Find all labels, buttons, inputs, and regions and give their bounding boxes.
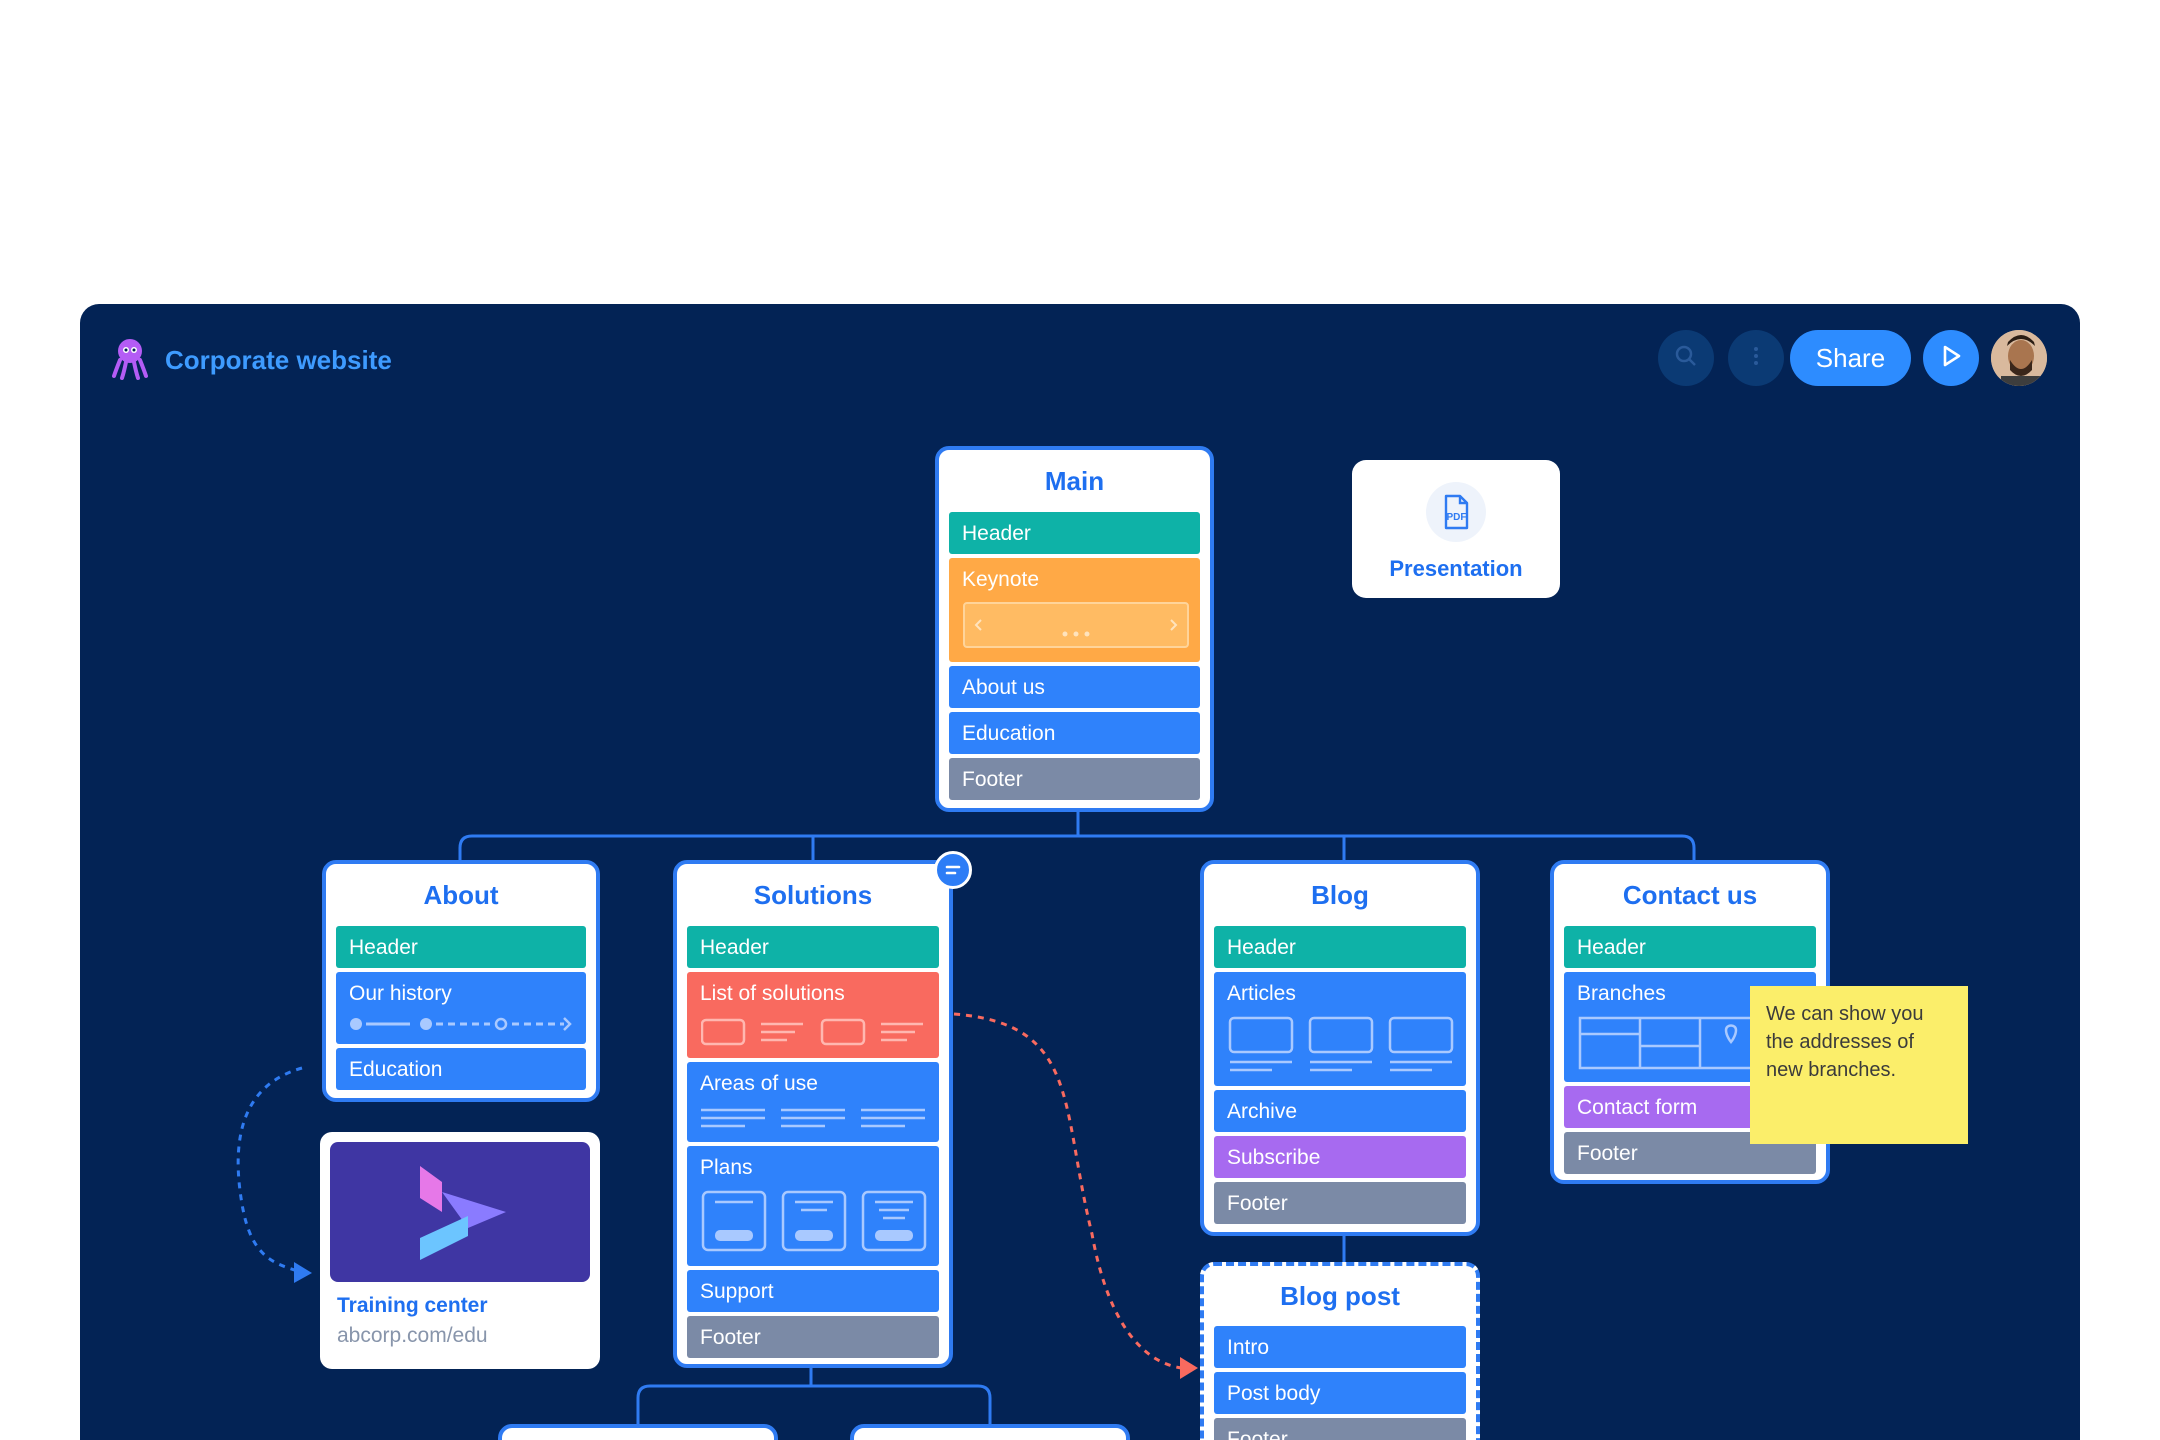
- block-label: About us: [962, 676, 1045, 699]
- block-our-history[interactable]: Our history: [336, 972, 586, 1044]
- block-label: Support: [700, 1280, 774, 1303]
- play-icon: [1940, 344, 1962, 373]
- document-title[interactable]: Corporate website: [165, 345, 392, 375]
- articles-graphic: [1228, 1016, 1454, 1072]
- block-label: Header: [1577, 936, 1646, 959]
- block-label: Header: [962, 522, 1031, 545]
- present-button[interactable]: [1923, 330, 1979, 386]
- timeline-graphic: [350, 1017, 572, 1031]
- block-areas-of-use[interactable]: Areas of use: [687, 1062, 939, 1142]
- solutions-graphic: [701, 1018, 923, 1046]
- plans-graphic: [701, 1190, 927, 1252]
- page-card-blog-post[interactable]: Blog post Intro Post body Footer: [1200, 1262, 1480, 1440]
- block-label: Footer: [962, 768, 1023, 791]
- block-footer[interactable]: Footer: [1564, 1132, 1816, 1174]
- block-footer[interactable]: Footer: [1214, 1182, 1466, 1224]
- block-label: Areas of use: [700, 1072, 818, 1095]
- board-canvas[interactable]: Corporate website Share Main Header Keyn…: [80, 304, 2080, 1440]
- carousel-placeholder: [963, 602, 1189, 648]
- block-label: Branches: [1577, 982, 1666, 1005]
- block-header[interactable]: Header: [949, 512, 1200, 554]
- block-about-us[interactable]: About us: [949, 666, 1200, 708]
- page-card-solutions[interactable]: Solutions Header List of solutions Areas…: [673, 860, 953, 1368]
- block-subscribe[interactable]: Subscribe: [1214, 1136, 1466, 1178]
- block-label: Header: [349, 936, 418, 959]
- block-footer[interactable]: Footer: [949, 758, 1200, 800]
- training-center-thumbnail: [330, 1142, 590, 1282]
- block-label: Education: [962, 722, 1056, 745]
- block-label: Contact form: [1577, 1096, 1698, 1119]
- card-title: Contact us: [1622, 880, 1758, 910]
- training-center-link[interactable]: Training center abcorp.com/edu: [320, 1132, 600, 1369]
- block-label: Intro: [1227, 1336, 1270, 1359]
- block-footer[interactable]: Footer: [1214, 1418, 1466, 1440]
- block-label: Our history: [349, 982, 452, 1005]
- block-label: Footer: [1227, 1192, 1288, 1215]
- block-label: Articles: [1227, 982, 1296, 1005]
- card-title: About: [423, 880, 499, 910]
- block-header[interactable]: Header: [336, 926, 586, 968]
- card-title: Solutions: [753, 880, 873, 910]
- connector-lines: [236, 812, 1696, 1424]
- block-keynote[interactable]: Keynote: [949, 558, 1200, 662]
- block-label: Footer: [1227, 1428, 1288, 1440]
- page-card-main[interactable]: Main Header Keynote About us Education F…: [935, 446, 1214, 812]
- block-footer[interactable]: Footer: [687, 1316, 939, 1358]
- block-education[interactable]: Education: [949, 712, 1200, 754]
- block-articles[interactable]: Articles: [1214, 972, 1466, 1086]
- block-intro[interactable]: Intro: [1214, 1326, 1466, 1368]
- page-card-child-right[interactable]: [850, 1424, 1130, 1440]
- block-label: Post body: [1227, 1382, 1321, 1405]
- card-title: Blog: [1311, 880, 1369, 910]
- pdf-icon: PDF: [1426, 482, 1486, 542]
- presentation-file[interactable]: PDF Presentation: [1352, 460, 1560, 598]
- card-title: Main: [1044, 466, 1105, 496]
- areas-graphic: [701, 1108, 925, 1128]
- page-card-blog[interactable]: Blog Header Articles Archive Subscribe F…: [1200, 860, 1480, 1236]
- more-icon: [1753, 345, 1759, 372]
- block-label: Archive: [1227, 1100, 1298, 1123]
- user-avatar[interactable]: [1991, 330, 2047, 386]
- training-center-url[interactable]: abcorp.com/edu: [337, 1324, 488, 1347]
- pdf-icon-text: PDF: [1447, 512, 1467, 523]
- page-card-about[interactable]: About Header Our history Education: [322, 860, 600, 1102]
- block-header[interactable]: Header: [687, 926, 939, 968]
- block-header[interactable]: Header: [1564, 926, 1816, 968]
- block-list-of-solutions[interactable]: List of solutions: [687, 972, 939, 1058]
- block-education[interactable]: Education: [336, 1048, 586, 1090]
- block-label: Header: [700, 936, 769, 959]
- block-support[interactable]: Support: [687, 1270, 939, 1312]
- block-label: Education: [349, 1058, 443, 1081]
- search-icon: [1675, 345, 1697, 372]
- block-archive[interactable]: Archive: [1214, 1090, 1466, 1132]
- block-label: Footer: [700, 1326, 761, 1349]
- page-card-child-left[interactable]: [498, 1424, 778, 1440]
- octopus-logo-icon: [112, 336, 148, 385]
- card-title: Blog post: [1280, 1281, 1400, 1311]
- block-header[interactable]: Header: [1214, 926, 1466, 968]
- share-button[interactable]: Share: [1790, 330, 1911, 386]
- training-center-name: Training center: [337, 1294, 488, 1317]
- block-label: Footer: [1577, 1142, 1638, 1165]
- block-label: Keynote: [962, 568, 1040, 591]
- block-label: Subscribe: [1227, 1146, 1321, 1169]
- more-button[interactable]: [1728, 330, 1784, 386]
- sticky-note[interactable]: We can show you the addresses of new bra…: [1750, 986, 1968, 1144]
- presentation-label: Presentation: [1389, 556, 1523, 581]
- block-plans[interactable]: Plans: [687, 1146, 939, 1266]
- block-post-body[interactable]: Post body: [1214, 1372, 1466, 1414]
- comment-badge[interactable]: [934, 851, 972, 889]
- block-label: List of solutions: [700, 982, 845, 1005]
- search-button[interactable]: [1658, 330, 1714, 386]
- block-label: Plans: [700, 1156, 753, 1179]
- block-label: Header: [1227, 936, 1296, 959]
